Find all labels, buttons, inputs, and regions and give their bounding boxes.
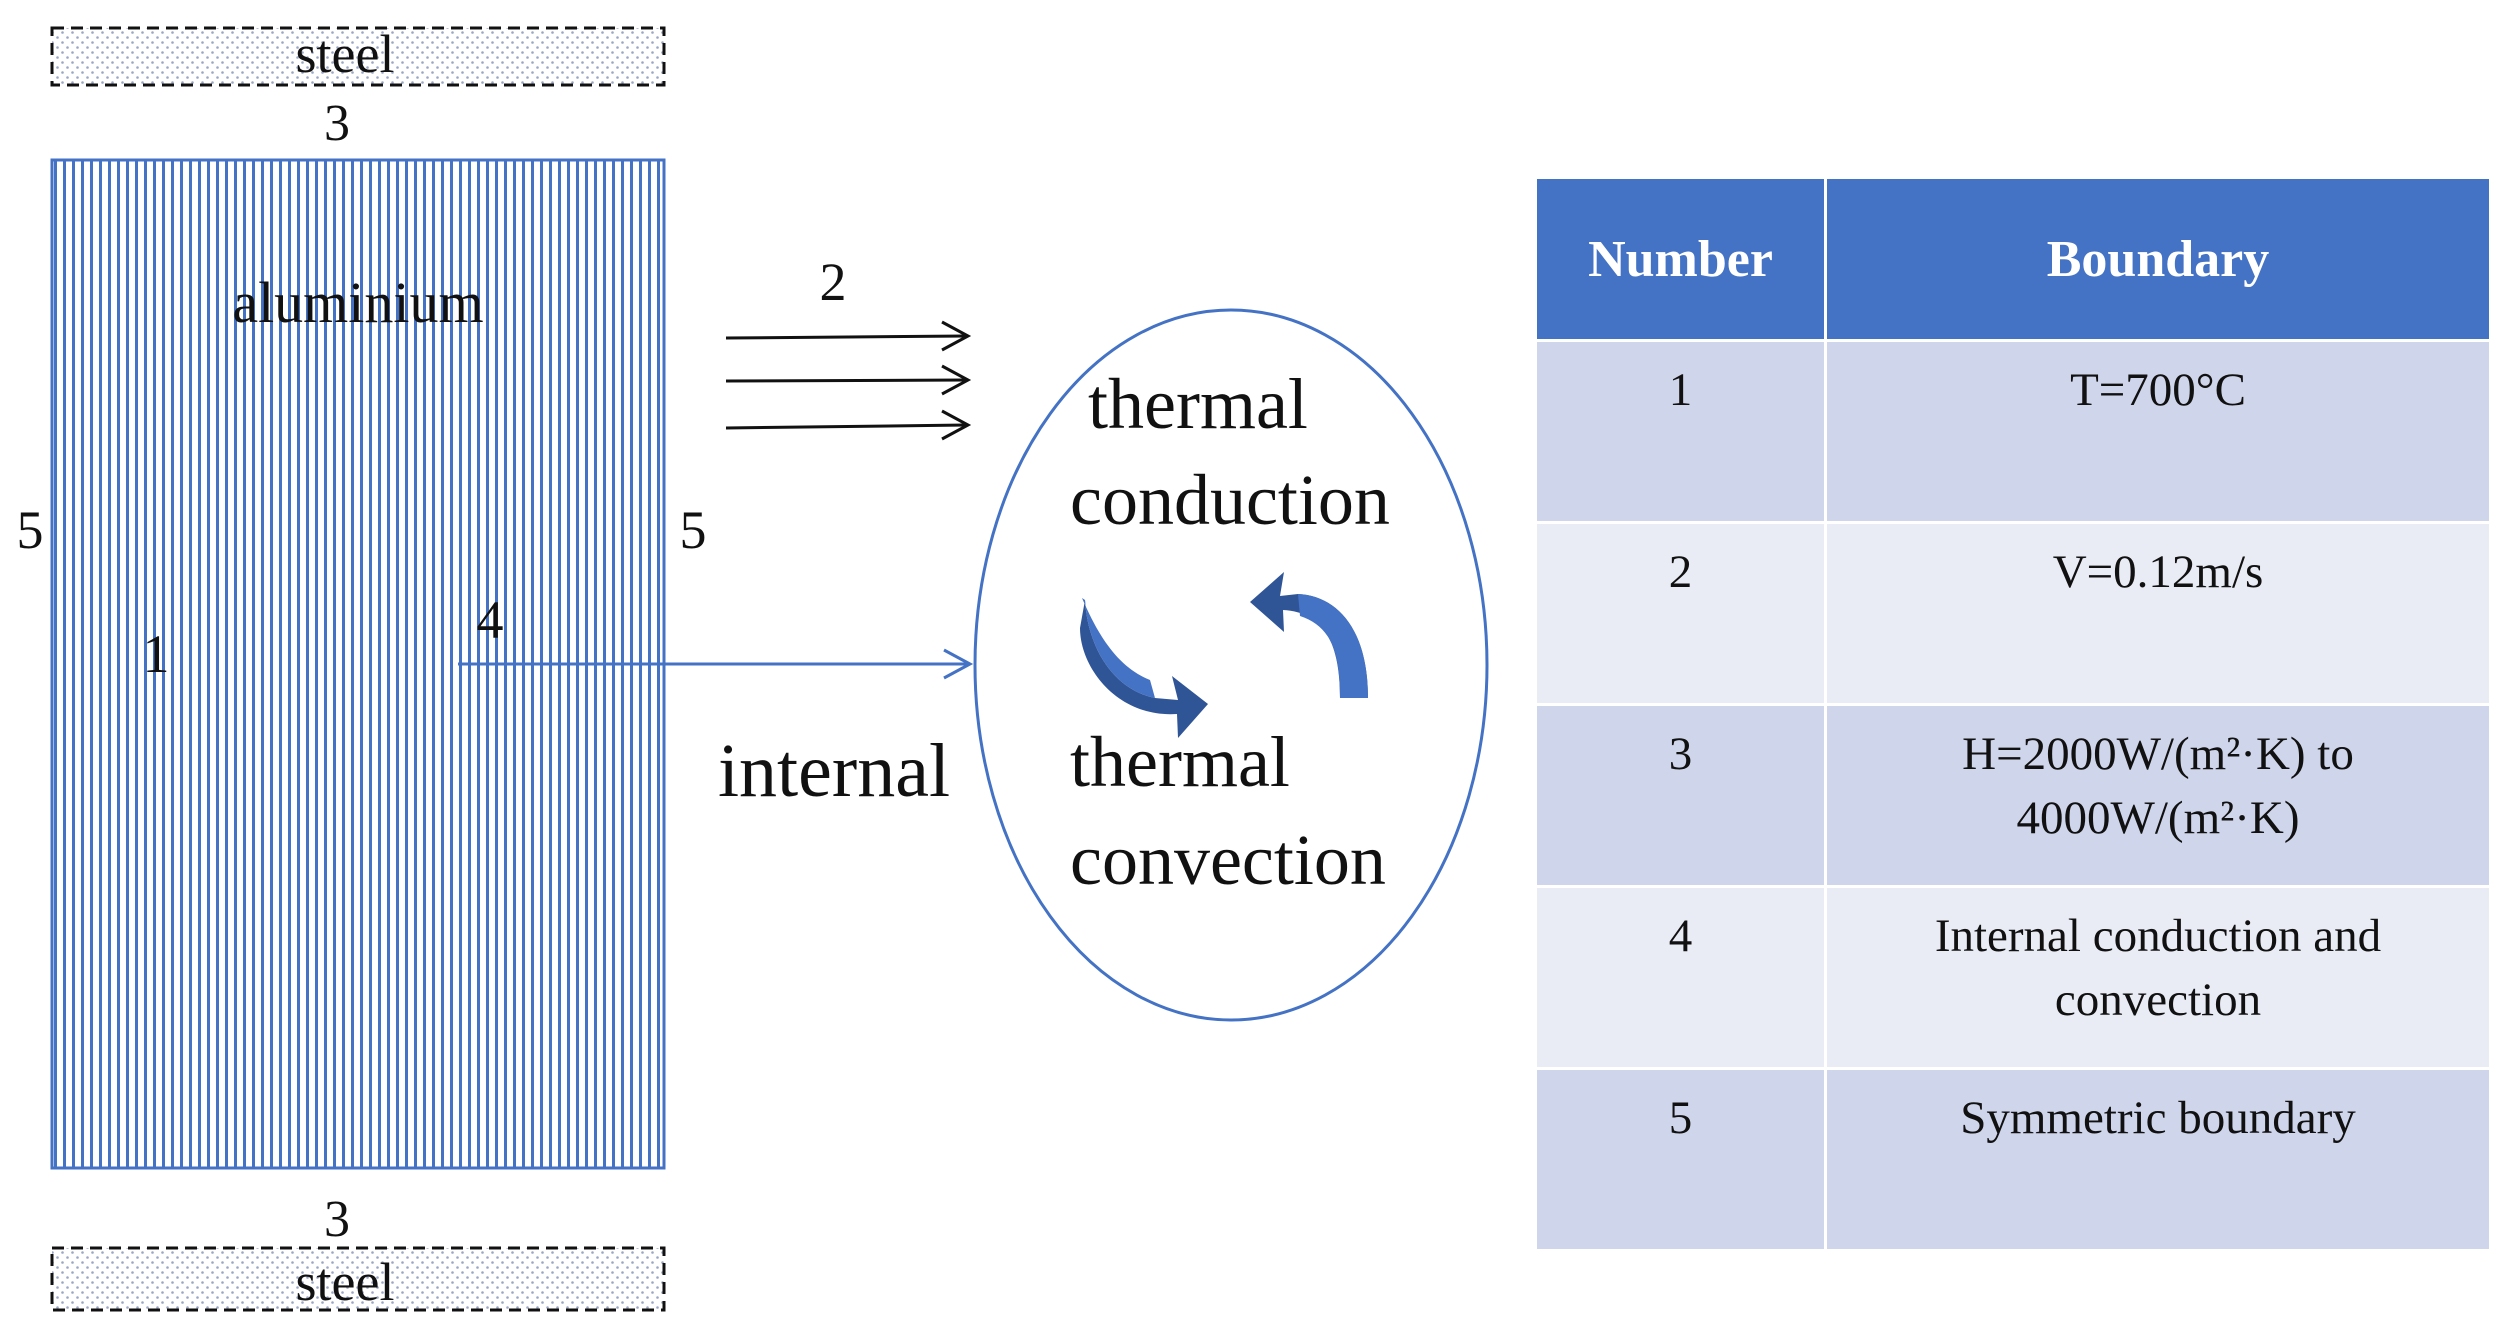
- outflow-arrows: [725, 320, 972, 441]
- ellipse-conduction: conduction: [1070, 460, 1390, 540]
- bottom-steel-plate: steel: [50, 1246, 666, 1312]
- heat-transfer-ellipse: [973, 308, 1489, 1022]
- boundary-5-right-label: 5: [680, 500, 707, 560]
- cycle-arrows-icon: [1080, 572, 1368, 738]
- row-boundary: T=700°C: [1824, 339, 2492, 524]
- row-boundary-line: Internal conduction and: [1934, 910, 2382, 962]
- row-boundary: Internal conduction and convection: [1824, 885, 2492, 1070]
- boundary-table: Number Boundary 1 T=700°C 2 V=0.12m/s 3 …: [1534, 176, 2492, 1252]
- boundary-1-label: 1: [143, 624, 170, 684]
- internal-label: internal: [718, 729, 950, 813]
- top-steel-label: steel: [296, 24, 395, 84]
- table-row: 2 V=0.12m/s: [1534, 521, 2492, 706]
- bottom-steel-label: steel: [296, 1252, 395, 1312]
- row-number: 5: [1534, 1067, 1827, 1252]
- table-row: 1 T=700°C: [1534, 339, 2492, 524]
- boundary-2-label: 2: [820, 252, 847, 312]
- ellipse-convection: convection: [1070, 820, 1386, 900]
- header-boundary: Boundary: [1824, 176, 2492, 342]
- ellipse-thermal-1: thermal: [1088, 364, 1308, 444]
- internal-arrow: [458, 648, 974, 680]
- boundary-3-top-label: 3: [324, 95, 350, 152]
- boundary-5-left-label: 5: [17, 500, 44, 560]
- row-number: 2: [1534, 521, 1827, 706]
- row-number: 4: [1534, 885, 1827, 1070]
- row-number: 1: [1534, 339, 1827, 524]
- row-boundary: H=2000W/(m²·K) to 4000W/(m²·K): [1824, 703, 2492, 888]
- row-boundary-line: 4000W/(m²·K): [2016, 792, 2300, 844]
- row-boundary-line: H=2000W/(m²·K) to: [1962, 728, 2354, 780]
- boundary-table-container: Number Boundary 1 T=700°C 2 V=0.12m/s 3 …: [1534, 176, 2492, 1252]
- top-steel-plate: steel: [50, 24, 666, 87]
- table-row: 5 Symmetric boundary: [1534, 1067, 2492, 1252]
- row-boundary-line: convection: [2054, 974, 2262, 1026]
- row-boundary: V=0.12m/s: [1824, 521, 2492, 706]
- table-row: 3 H=2000W/(m²·K) to 4000W/(m²·K): [1534, 703, 2492, 888]
- row-boundary: Symmetric boundary: [1824, 1067, 2492, 1252]
- row-number: 3: [1534, 703, 1827, 888]
- boundary-4-label: 4: [477, 590, 504, 650]
- table-row: 4 Internal conduction and convection: [1534, 885, 2492, 1070]
- aluminium-label: aluminium: [232, 270, 483, 335]
- table-header-row: Number Boundary: [1534, 176, 2492, 342]
- boundary-3-bottom-label: 3: [324, 1191, 350, 1248]
- header-number: Number: [1534, 176, 1827, 342]
